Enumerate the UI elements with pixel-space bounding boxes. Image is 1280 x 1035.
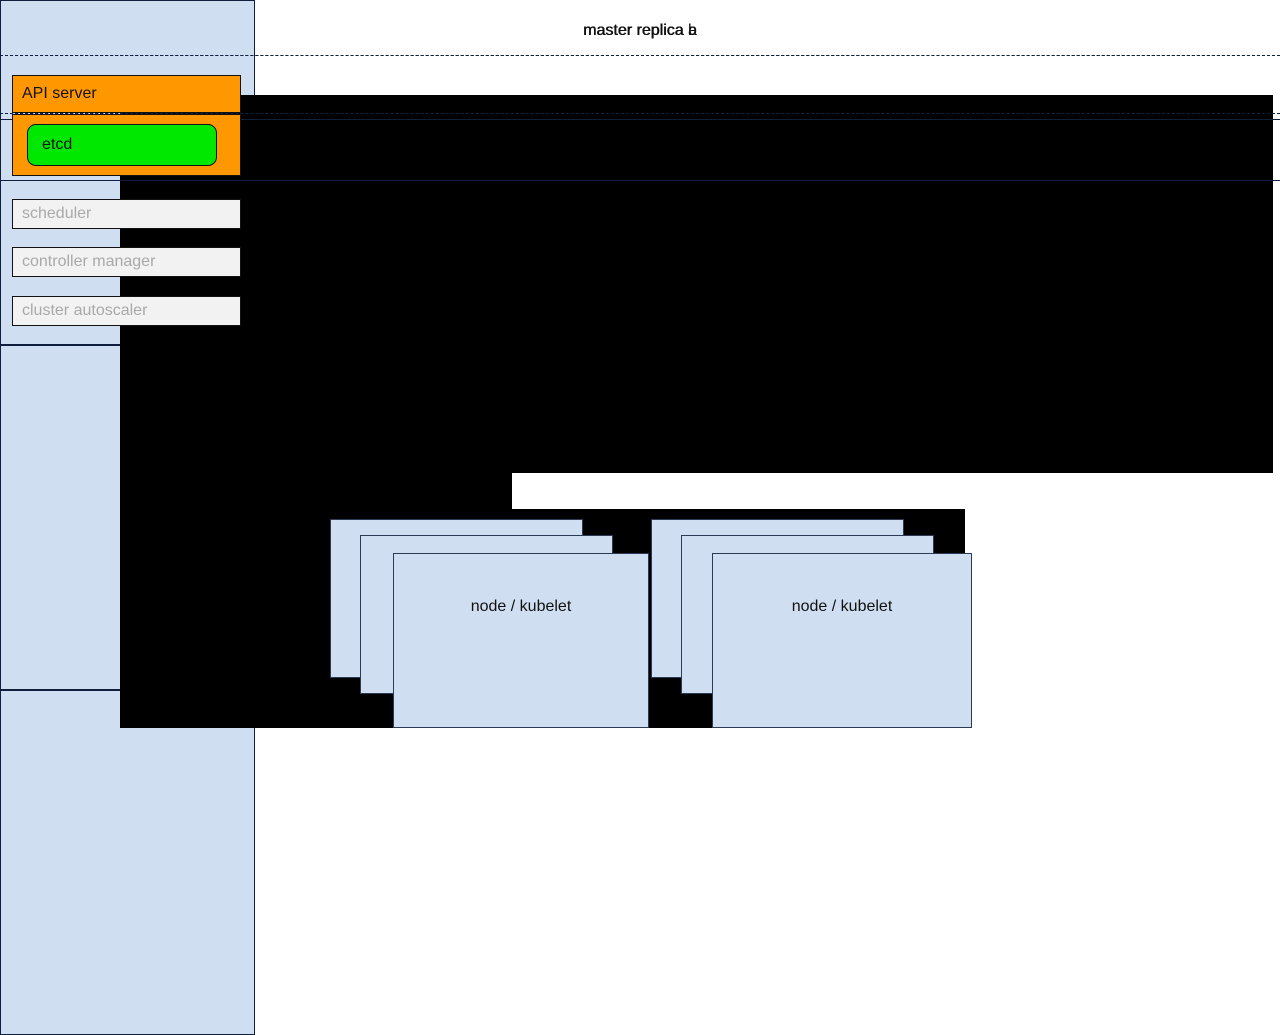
replica-a-title: master replica a — [583, 22, 697, 39]
replica-c-scheduler-label: scheduler — [22, 205, 92, 222]
node-group-1[interactable]: node / kubelet — [393, 553, 649, 728]
replica-b-title: master replica b — [583, 22, 697, 39]
backdrop-mid-left — [120, 473, 512, 509]
backdrop-top — [120, 95, 1273, 473]
node-group-1-label: node / kubelet — [470, 597, 572, 615]
replica-c-api-server-label: API server — [22, 85, 97, 102]
replica-c-solid-separator-bottom — [0, 180, 1280, 181]
replica-c-etcd-label: etcd — [42, 136, 73, 153]
replica-c-dashed-separator-top — [0, 55, 1280, 56]
node-group-2-label: node / kubelet — [791, 597, 893, 615]
replica-c-etcd[interactable]: etcd — [27, 124, 217, 166]
replica-c-solid-separator-top — [0, 119, 1280, 120]
replica-c-scheduler[interactable]: scheduler — [12, 199, 241, 229]
node-group-2[interactable]: node / kubelet — [712, 553, 972, 728]
master-replica-c[interactable]: master replica c API server etcd schedul… — [0, 22, 1280, 1035]
replica-c-cluster-autoscaler[interactable]: cluster autoscaler — [12, 296, 241, 326]
replica-c-controller-manager[interactable]: controller manager — [12, 247, 241, 277]
replica-c-cluster-autoscaler-label: cluster autoscaler — [22, 302, 148, 319]
replica-c-etcd-container: etcd — [12, 114, 241, 176]
replica-c-title: master replica c — [583, 22, 697, 39]
replica-c-dashed-separator-bottom — [0, 113, 1280, 114]
replica-c-controller-manager-label: controller manager — [22, 253, 156, 270]
replica-c-api-server[interactable]: API server — [12, 75, 241, 113]
